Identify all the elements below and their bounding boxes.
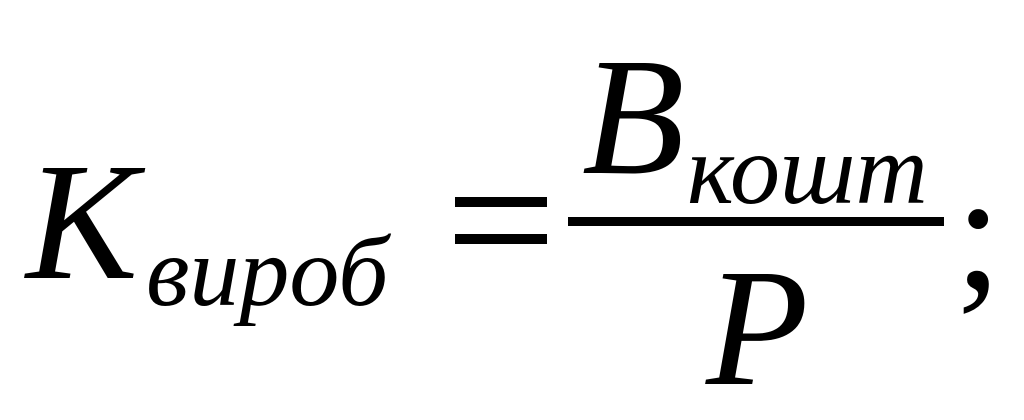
denominator-symbol: P [706, 235, 809, 420]
equals-bar-top [455, 197, 547, 207]
numerator-subscript: кошт [687, 114, 928, 225]
lhs-subscript: вироб [146, 216, 389, 327]
semicolon: ; [955, 139, 1002, 325]
lhs-symbol: K [26, 129, 139, 315]
equals-bar-bottom [455, 234, 547, 244]
fraction-bar [568, 217, 944, 226]
numerator-symbol: B [582, 24, 685, 210]
